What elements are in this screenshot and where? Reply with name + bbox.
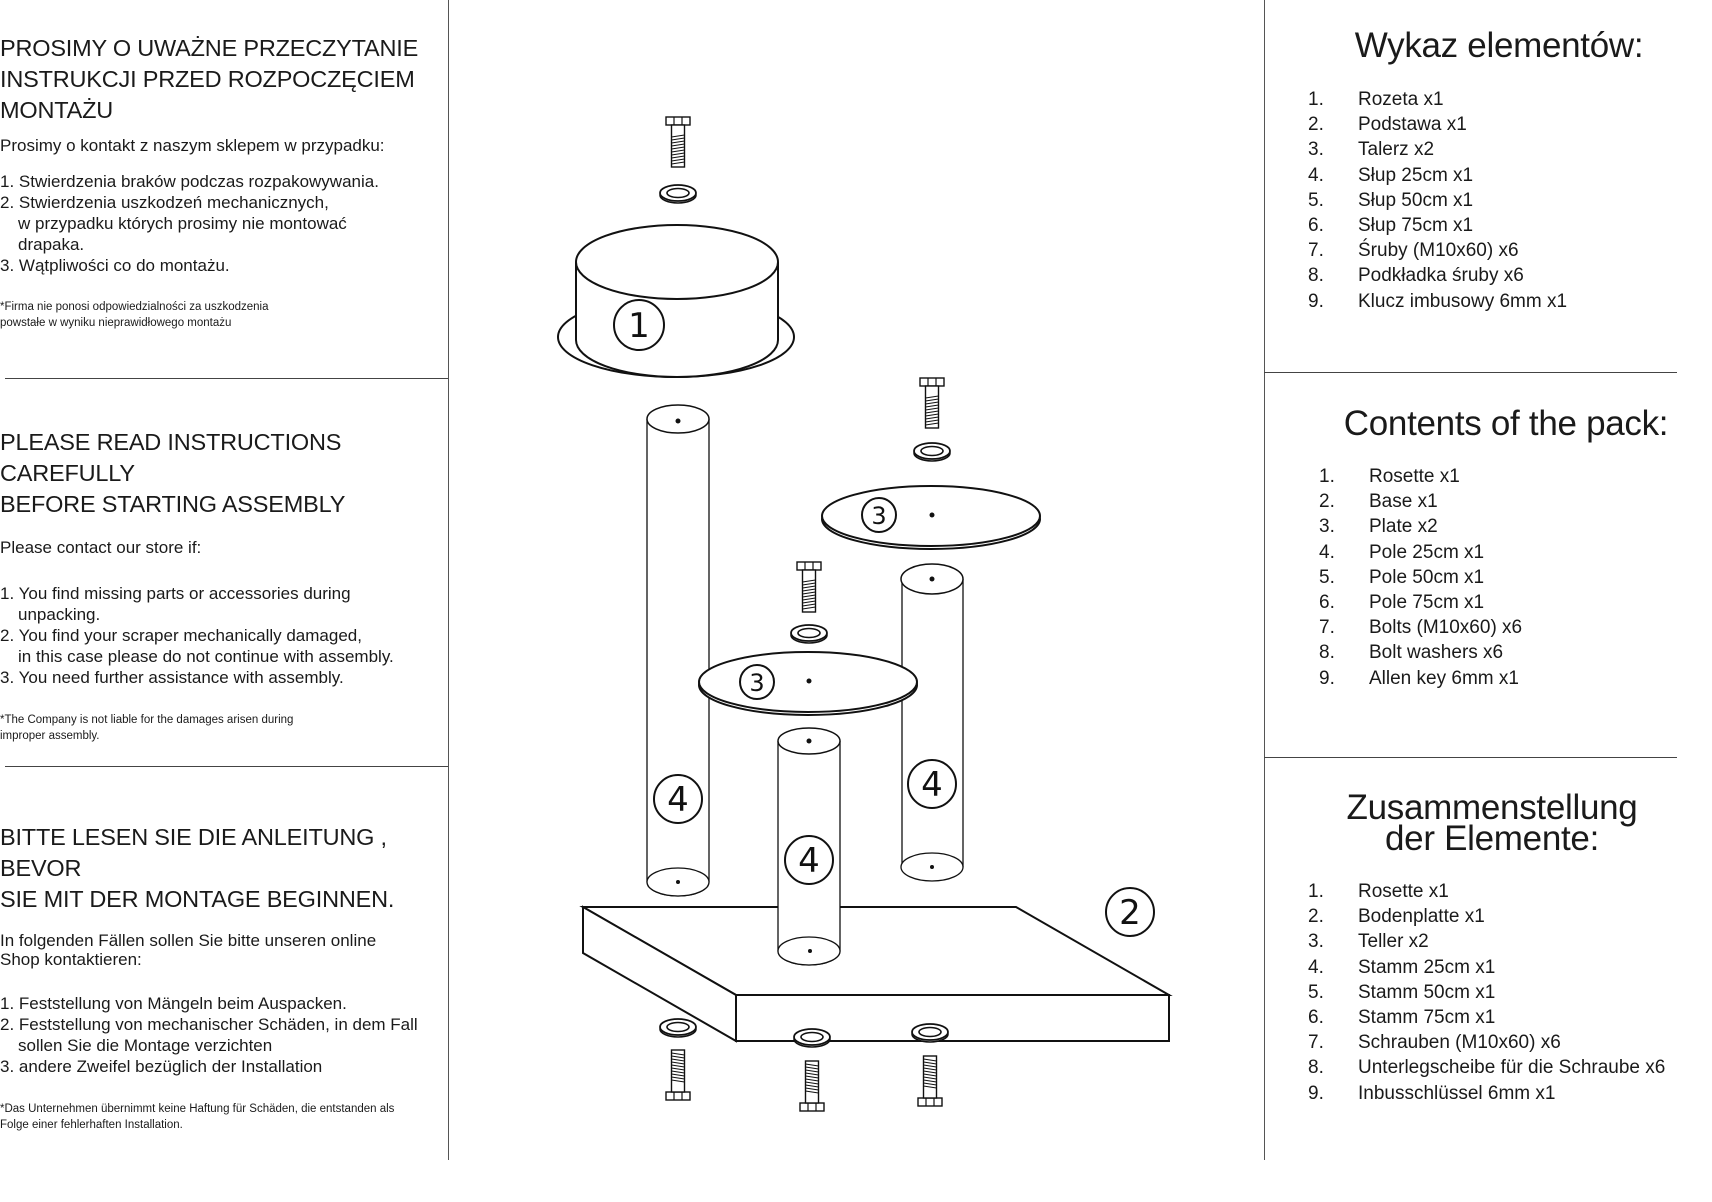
washer-icon [790,624,828,644]
list-item: 9.Inbusschlüssel 6mm x1 [1308,1082,1556,1104]
notice-intro: Prosimy o kontakt z naszym sklepem w prz… [0,136,385,155]
bolt-icon [665,116,691,168]
plate-upper: 3 [821,485,1041,550]
list-item: 2.Base x1 [1319,491,1438,513]
parts-list-heading: Zusammenstellung der Elemente: [1346,788,1638,858]
right-divider-2 [1264,757,1677,758]
bolt-icon [796,561,822,613]
bolt-icon [665,1049,691,1101]
notice-intro: In folgenden Fällen sollen Sie bitte uns… [0,931,377,969]
list-item: 4.Stamm 25cm x1 [1308,956,1496,978]
list-item: 2. You find your scraper mechanically da… [0,626,394,666]
list-item: 3. andere Zweifel bezüglich der Installa… [0,1057,323,1076]
left-divider-1 [5,378,448,379]
list-item: 7.Bolts (M10x60) x6 [1319,617,1523,639]
pole-right: 4 [900,563,964,882]
callout-plate-upper [861,497,897,533]
callout-plate-lower [739,664,775,700]
list-item: 8.Unterlegscheibe für die Schraube x6 [1308,1057,1666,1079]
parts-list-polish: Wykaz elementów: 1.Rozeta x1 2.Podstawa … [1266,26,1712,314]
list-item: 1. Stwierdzenia braków podczas rozpakowy… [0,172,379,191]
list-item: 5.Stamm 50cm x1 [1308,981,1496,1003]
list-item: 2.Podstawa x1 [1308,114,1467,136]
callout-pole-right [907,759,957,809]
callout-rosette-label: 1 [628,306,650,346]
washer-icon [913,442,951,462]
parts-list: 1.Rosette x1 2.Base x1 3.Plate x2 4.Pole… [1319,464,1712,691]
right-column-divider [1264,0,1265,1160]
right-divider-1 [1264,372,1677,373]
notice-heading: BITTE LESEN SIE DIE ANLEITUNG , BEVOR SI… [0,824,395,912]
notice-english: PLEASE READ INSTRUCTIONS CAREFULLY BEFOR… [0,427,440,744]
parts-list-english: Contents of the pack: 1.Rosette x1 2.Bas… [1266,404,1712,691]
notice-list: 1. You find missing parts or accessories… [0,583,440,688]
callout-pole-tall [653,774,703,824]
list-item: 5.Słup 50cm x1 [1308,189,1474,211]
list-item: 7.Śruby (M10x60) x6 [1308,240,1519,262]
left-column-divider [448,0,449,1160]
list-item: 5.Pole 50cm x1 [1319,566,1485,588]
washer-icon [659,1018,697,1038]
callout-pole-short [784,835,834,885]
list-item: 6.Słup 75cm x1 [1308,215,1474,237]
list-item: 9.Klucz imbusowy 6mm x1 [1308,290,1568,312]
list-item: 2. Stwierdzenia uszkodzeń mechanicznych,… [0,193,347,254]
parts-list: 1.Rosette x1 2.Bodenplatte x1 3.Teller x… [1308,879,1712,1106]
list-item: 1.Rosette x1 [1319,466,1460,487]
parts-list-heading: Wykaz elementów: [1354,26,1644,65]
parts-list-german: Zusammenstellung der Elemente: 1.Rosette… [1266,788,1712,1106]
list-item: 3. Wątpliwości co do montażu. [0,256,230,275]
list-item: 1. Feststellung von Mängeln beim Auspack… [0,994,347,1013]
list-item: 3.Talerz x2 [1308,139,1435,161]
callout-base-label: 2 [1119,893,1141,933]
callout-pole-short-label: 4 [798,841,820,881]
list-item: 4.Słup 25cm x1 [1308,164,1474,186]
washer-icon [911,1023,949,1043]
left-divider-2 [5,766,448,767]
pole-tall: 4 [646,404,710,897]
callout-plate-lower-label: 3 [749,669,764,697]
bolt-icon [919,377,945,429]
list-item: 3. You need further assistance with asse… [0,668,344,687]
notice-german: BITTE LESEN SIE DIE ANLEITUNG , BEVOR SI… [0,822,440,1133]
washer-icon [793,1028,831,1048]
list-item: 8.Bolt washers x6 [1319,642,1504,664]
notice-heading: PLEASE READ INSTRUCTIONS CAREFULLY BEFOR… [0,429,346,517]
base-part: 2 [579,887,1173,1043]
liability-note: *The Company is not liable for the damag… [0,714,294,742]
bolt-icon [799,1060,825,1112]
list-item: 2.Bodenplatte x1 [1308,906,1485,928]
callout-base [1105,887,1155,937]
rosette-part: 1 [557,224,795,378]
parts-list: 1.Rozeta x1 2.Podstawa x1 3.Talerz x2 4.… [1308,87,1712,314]
notice-list: 1. Feststellung von Mängeln beim Auspack… [0,993,440,1077]
list-item: 1.Rosette x1 [1308,881,1449,902]
callout-plate-upper-label: 3 [871,502,886,530]
callout-pole-tall-label: 4 [667,780,689,820]
notice-intro: Please contact our store if: [0,538,202,557]
bolt-icon [917,1055,943,1107]
liability-note: *Das Unternehmen übernimmt keine Haftung… [0,1103,395,1131]
list-item: 2. Feststellung von mechanischer Schäden… [0,1015,418,1055]
list-item: 1. You find missing parts or accessories… [0,584,351,624]
list-item: 1.Rozeta x1 [1308,89,1444,110]
callout-pole-right-label: 4 [921,765,943,805]
list-item: 9.Allen key 6mm x1 [1319,667,1519,689]
list-item: 4.Pole 25cm x1 [1319,541,1485,563]
pole-short: 4 [777,727,841,966]
notice-polish: PROSIMY O UWAŻNE PRZECZYTANIE INSTRUKCJI… [0,33,440,331]
list-item: 3.Teller x2 [1308,931,1429,953]
callout-rosette [613,299,665,351]
list-item: 6.Stamm 75cm x1 [1308,1007,1496,1029]
list-item: 3.Plate x2 [1319,516,1438,538]
notice-list: 1. Stwierdzenia braków podczas rozpakowy… [0,171,440,276]
notice-heading: PROSIMY O UWAŻNE PRZECZYTANIE INSTRUKCJI… [0,35,419,123]
parts-list-heading: Contents of the pack: [1343,404,1669,443]
plate-lower: 3 [698,651,918,716]
list-item: 6.Pole 75cm x1 [1319,592,1485,614]
list-item: 7.Schrauben (M10x60) x6 [1308,1032,1561,1054]
washer-icon [659,184,697,204]
liability-note: *Firma nie ponosi odpowiedzialności za u… [0,301,269,329]
list-item: 8.Podkładka śruby x6 [1308,265,1524,287]
